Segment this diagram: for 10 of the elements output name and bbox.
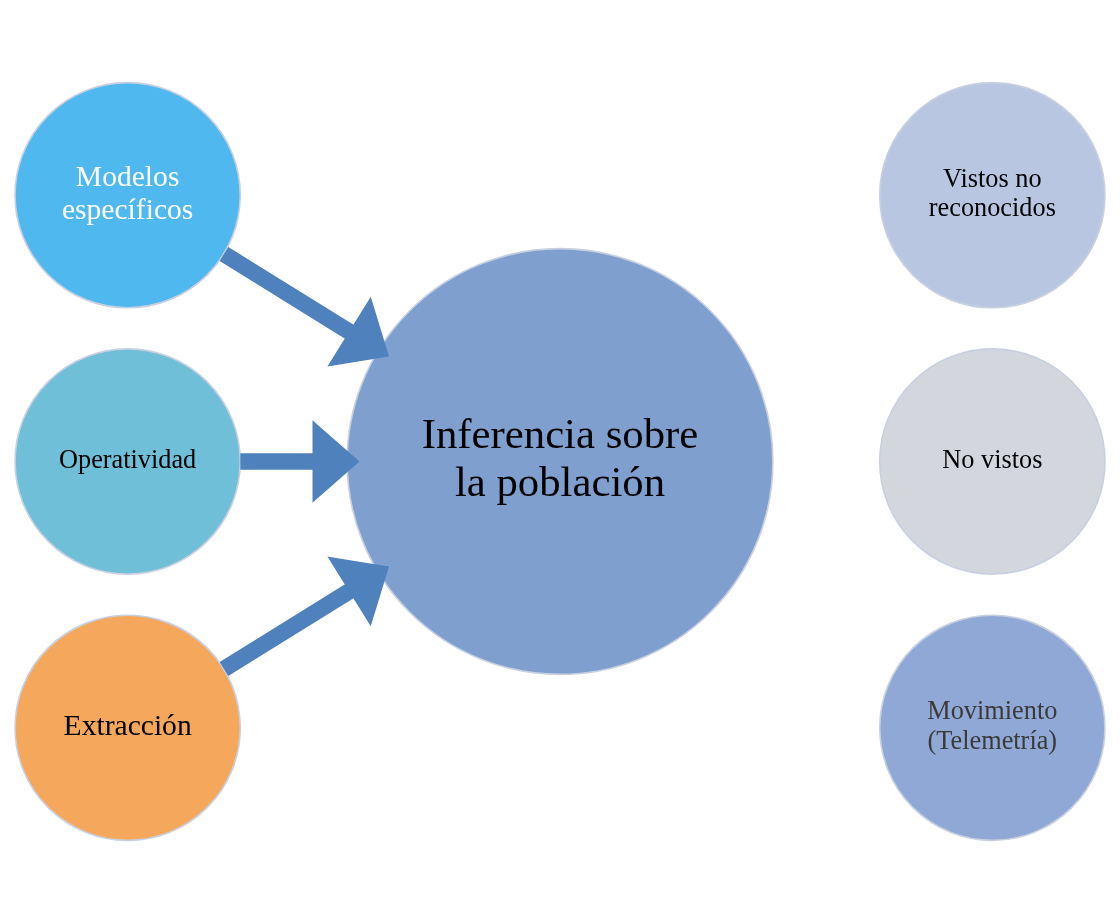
node-circle: Modelos específicos (14, 81, 242, 309)
node-circle: Operatividad (14, 348, 242, 575)
node-circle: Inferencia sobre la población (346, 247, 774, 676)
node-circle: Extracción (14, 614, 242, 842)
arrow (219, 246, 389, 367)
arrow (219, 556, 389, 677)
node-circle: No vistos (878, 348, 1106, 575)
arrow (240, 420, 360, 503)
node-circle: Movimiento (Telemetría) (878, 614, 1106, 842)
node-circle: Vistos no reconocidos (878, 81, 1106, 309)
